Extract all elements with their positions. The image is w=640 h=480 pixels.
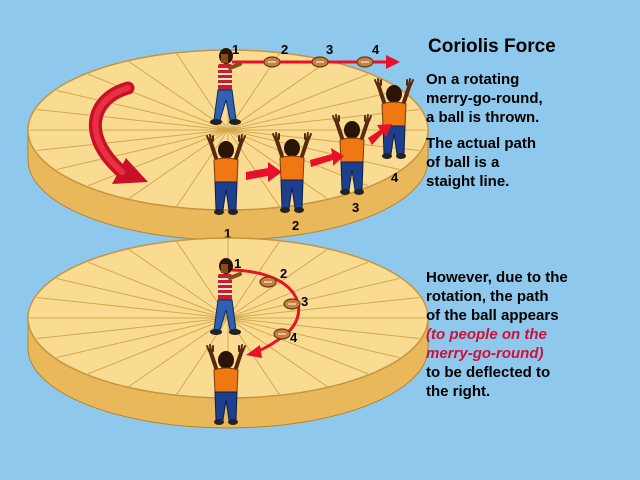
actual-path-paragraph: The actual path of ball is a staight lin… bbox=[426, 134, 626, 191]
text-line: staight line. bbox=[426, 173, 510, 190]
disk-spoke bbox=[87, 73, 229, 131]
top-catcher-labels: 1 2 3 4 bbox=[224, 170, 399, 241]
disk-spoke bbox=[87, 261, 229, 319]
page-title: Coriolis Force bbox=[428, 36, 556, 57]
text-line: On a rotating bbox=[426, 71, 520, 88]
disk-spoke bbox=[176, 129, 229, 207]
disk-spoke bbox=[227, 317, 400, 358]
disk-spoke bbox=[128, 61, 229, 131]
ball-icon bbox=[259, 276, 277, 288]
position-label: 4 bbox=[391, 170, 399, 185]
disk-spoke bbox=[87, 317, 229, 375]
text-line: a ball is thrown. bbox=[426, 109, 540, 126]
disk-spoke bbox=[227, 129, 328, 199]
disk-spoke bbox=[227, 278, 400, 319]
deflected-ball-path bbox=[231, 268, 301, 358]
disk-spoke bbox=[227, 129, 280, 207]
intro-paragraph: On a rotating merry-go-round, a ball is … bbox=[426, 70, 626, 127]
text-line: However, due to the bbox=[426, 269, 568, 286]
disk-spoke bbox=[128, 249, 229, 319]
top-ball-labels: 1 2 3 4 bbox=[232, 42, 380, 57]
ball-label: 3 bbox=[326, 42, 333, 57]
disk-spoke bbox=[227, 261, 369, 319]
disk-spoke bbox=[36, 297, 229, 319]
disk-spoke bbox=[36, 129, 229, 151]
ball-icon bbox=[311, 56, 329, 68]
disk-spoke bbox=[227, 90, 400, 131]
bottom-ball-labels: 1 2 3 4 bbox=[234, 256, 308, 345]
text-line: merry-go-round, bbox=[426, 90, 543, 107]
ball-label: 2 bbox=[281, 42, 288, 57]
position-label: 1 bbox=[224, 226, 231, 241]
ball-icon bbox=[263, 56, 281, 68]
disk-spoke bbox=[227, 61, 328, 131]
text-line: to be deflected to bbox=[426, 364, 551, 381]
disk-spoke bbox=[227, 297, 420, 319]
disk-spoke bbox=[227, 241, 280, 319]
highlighted-text-line: merry-go-round) bbox=[426, 345, 544, 362]
disk-spoke bbox=[227, 317, 328, 387]
disk-spoke bbox=[36, 317, 229, 339]
position-label: 2 bbox=[292, 218, 299, 233]
text-line: of ball is a bbox=[426, 154, 500, 171]
disk-spoke bbox=[128, 317, 229, 387]
text-line: rotation, the path bbox=[426, 288, 549, 305]
ball-label: 1 bbox=[234, 256, 241, 271]
ball-icon bbox=[356, 56, 374, 68]
ball-icon bbox=[283, 298, 301, 310]
ball-label: 4 bbox=[372, 42, 380, 57]
ball-label: 4 bbox=[290, 330, 298, 345]
disk-spoke bbox=[227, 317, 369, 375]
disk-spoke bbox=[56, 129, 229, 170]
text-line: The actual path bbox=[426, 135, 537, 152]
text-line: of the ball appears bbox=[426, 307, 559, 324]
disk-spoke bbox=[56, 278, 229, 319]
disk-spoke bbox=[56, 90, 229, 131]
disk-spoke bbox=[56, 317, 229, 358]
movement-arrows bbox=[246, 124, 392, 182]
disk-spoke bbox=[227, 249, 328, 319]
position-label: 3 bbox=[352, 200, 359, 215]
ball-label: 3 bbox=[301, 294, 308, 309]
ball-label: 2 bbox=[280, 266, 287, 281]
disk-spoke bbox=[87, 129, 229, 187]
straight-ball-path bbox=[232, 55, 400, 69]
deflection-paragraph: However, due to the rotation, the path o… bbox=[426, 268, 636, 401]
ball-icon bbox=[273, 328, 291, 340]
disk-spoke bbox=[227, 129, 400, 170]
text-line: the right. bbox=[426, 383, 491, 400]
disk-spoke bbox=[36, 109, 229, 131]
disk-spoke bbox=[227, 73, 369, 131]
ball-label: 1 bbox=[232, 42, 239, 57]
disk-spoke bbox=[227, 317, 420, 339]
highlighted-text-line: (to people on the bbox=[426, 326, 547, 343]
rotation-arrow bbox=[88, 81, 148, 184]
